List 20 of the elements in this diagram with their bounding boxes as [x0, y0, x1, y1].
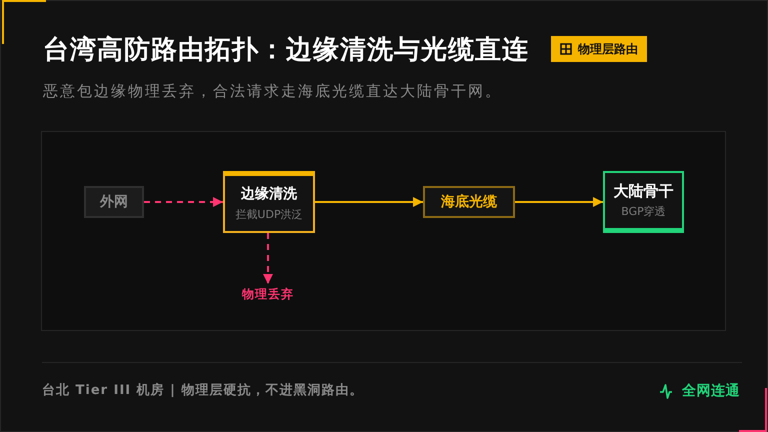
- node-title: 海底光缆: [441, 194, 497, 210]
- node-title: 边缘清洗: [241, 186, 297, 203]
- status-label: 全网连通: [682, 382, 740, 400]
- dashed-arrow: [263, 233, 273, 284]
- link-box: [423, 186, 515, 218]
- node-subtitle: BGP穿透: [621, 205, 666, 219]
- node-title: 外网: [100, 194, 128, 210]
- node-subtitle: 拦截UDP洪泛: [235, 208, 303, 221]
- arrow: [515, 197, 603, 207]
- dashed-arrow: [144, 197, 223, 207]
- subtitle: 恶意包边缘物理丢弃，合法请求走海底光缆直达大陆骨干网。: [43, 81, 502, 102]
- process-box: [223, 171, 315, 233]
- node-title: 大陆骨干: [614, 182, 674, 200]
- endpoint-label: 物理丢弃: [236, 285, 300, 303]
- title: 台湾高防路由拓扑：边缘清洗与光缆直连: [43, 34, 529, 66]
- footer-note: 台北 Tier III 机房 | 物理层硬抗，不进黑洞路由。: [42, 382, 364, 400]
- network-box: [84, 186, 144, 218]
- arrow: [315, 197, 423, 207]
- target-box: [603, 171, 684, 233]
- tag-text: 物理层路由: [578, 41, 638, 57]
